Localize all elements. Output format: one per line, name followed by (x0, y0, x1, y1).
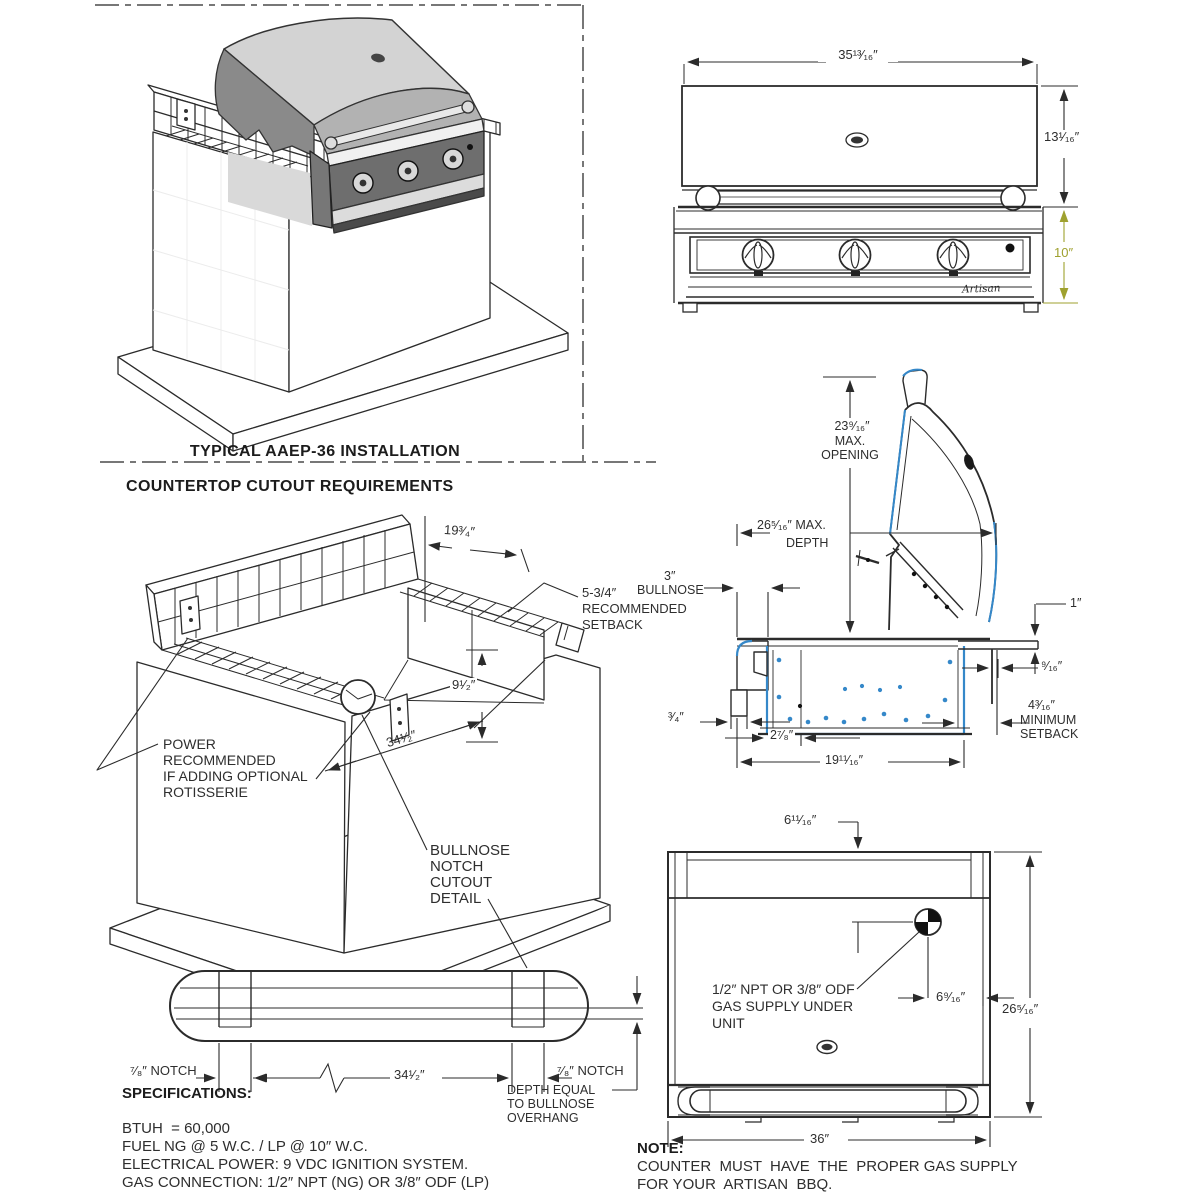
cutout-inner-height-dim: 9¹⁄₂″ (450, 677, 478, 692)
detail-border (95, 4, 656, 463)
front-width-dim: 35¹³⁄₁₆″ (818, 48, 898, 62)
power-label-line3: IF ADDING OPTIONAL (163, 768, 308, 784)
power-label-line2: RECOMMENDED (163, 752, 276, 768)
notch-width-dim: 34¹⁄₂″ (392, 1067, 427, 1082)
plan-width-dim: 36″ (808, 1131, 832, 1146)
note-line1: COUNTER MUST HAVE THE PROPER GAS SUPPLY (637, 1158, 1018, 1175)
notch-callout-line2: NOTCH (430, 858, 484, 875)
front-body-height-dim: 10″ (1052, 245, 1076, 260)
installation-isometric (117, 17, 569, 452)
depth-equal-line2: TO BULLNOSE (507, 1097, 595, 1111)
gas-supply-line2: GAS SUPPLY UNDER (712, 998, 854, 1014)
specifications-heading: SPECIFICATIONS: (122, 1085, 252, 1102)
side-bullnose-label: BULLNOSE (637, 583, 704, 597)
side-max-label: MAX. (834, 434, 866, 448)
side-depth-dim: 26⁵⁄₁₆″ MAX. (755, 518, 828, 533)
side-one-inch-dim: 1″ (1070, 596, 1082, 610)
notch-callout-line4: DETAIL (430, 890, 482, 907)
side-setback-label: SETBACK (1020, 727, 1079, 741)
setback-dim: 5-3/4″ (582, 585, 617, 600)
installation-caption: TYPICAL AAEP-36 INSTALLATION (189, 443, 461, 460)
side-depth-label: DEPTH (786, 536, 829, 550)
notch-callout-line3: CUTOUT (430, 874, 493, 891)
side-min-setback-dim: 4³⁄₁₆″ (1028, 698, 1055, 712)
power-label-line4: ROTISSERIE (163, 784, 248, 800)
plan-top-offset-dim: 6¹¹⁄₁₆″ (784, 812, 817, 827)
side-opening-dim: 23⁹⁄₁₆″ (805, 419, 899, 434)
plan-height-dim: 26⁵⁄₁₆″ (1000, 1001, 1041, 1016)
front-view (673, 57, 1078, 313)
notch-detail (168, 970, 643, 1094)
cutout-depth-dim: 19³⁄₄″ (443, 521, 476, 540)
side-bullnose-dim: 3″ (664, 569, 676, 583)
plan-view (667, 821, 1042, 1147)
left-notch-dim: ⁷⁄₈″ NOTCH (130, 1063, 197, 1078)
right-notch-dim: ⁷⁄₈″ NOTCH (557, 1063, 624, 1078)
notch-callout-line1: BULLNOSE (430, 842, 511, 859)
setback-label-line3: SETBACK (582, 617, 643, 632)
side-nineteen-eleven-dim: 19¹¹⁄₁₆″ (823, 753, 866, 768)
cutout-requirements-heading: COUNTERTOP CUTOUT REQUIREMENTS (126, 478, 454, 495)
depth-equal-line3: OVERHANG (507, 1111, 579, 1125)
side-nine-sixteenth-dim: ⁹⁄₁₆″ (1041, 659, 1063, 673)
side-opening-label: OPENING (821, 448, 879, 462)
front-hood-height-dim: 13¹⁄₁₆″ (1042, 129, 1082, 144)
gas-supply-line1: 1/2″ NPT OR 3/8″ ODF (712, 981, 855, 997)
spec-gas: GAS CONNECTION: 1/2″ NPT (NG) OR 3/8″ OD… (122, 1174, 490, 1191)
side-two-seven-eighth-dim: 2⁷⁄₈″ (768, 728, 796, 743)
gas-supply-line3: UNIT (712, 1015, 745, 1031)
side-section-view (700, 368, 1066, 768)
side-minimum-label: MINIMUM (1020, 713, 1077, 727)
note-line2: FOR YOUR ARTISAN BBQ. (637, 1176, 833, 1193)
depth-equal-line1: DEPTH EQUAL (507, 1083, 596, 1097)
side-three-quarter-dim: ³⁄₄″ (668, 710, 684, 724)
note-heading: NOTE: (637, 1140, 684, 1157)
plan-side-offset-dim: 6⁹⁄₁₆″ (934, 989, 968, 1004)
spec-electrical: ELECTRICAL POWER: 9 VDC IGNITION SYSTEM. (122, 1156, 469, 1173)
artisan-logo: Artisan (961, 282, 1001, 296)
spec-btuh: BTUH = 60,000 (122, 1120, 230, 1137)
power-label-line1: POWER (163, 736, 216, 752)
spec-fuel: FUEL NG @ 5 W.C. / LP @ 10″ W.C. (122, 1138, 368, 1155)
setback-label-line2: RECOMMENDED (582, 601, 687, 616)
cutout-isometric (96, 514, 611, 1025)
